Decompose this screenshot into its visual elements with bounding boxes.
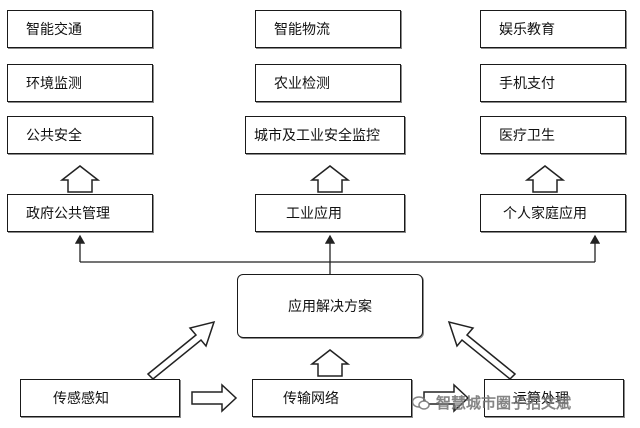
hollow-up-arrow-middle	[309, 165, 351, 193]
box-city-industry-security: 城市及工业安全监控	[245, 116, 405, 154]
box-label: 个人家庭应用	[503, 206, 587, 222]
box-label: 手机支付	[499, 76, 555, 92]
box-public-safety: 公共安全	[7, 116, 153, 154]
hollow-up-arrow-network	[309, 349, 351, 377]
box-government-public-management: 政府公共管理	[7, 194, 153, 232]
box-personal-home-application: 个人家庭应用	[480, 194, 626, 232]
box-label: 工业应用	[286, 206, 342, 222]
box-label: 环境监测	[26, 76, 82, 92]
box-transmission-network: 传输网络	[252, 379, 412, 417]
watermark: 智慧城市圈子招文斌	[412, 392, 571, 413]
hollow-up-arrow-left	[59, 165, 101, 193]
box-computing-processing: 运算处理	[484, 379, 624, 417]
hollow-diagonal-arrow-right	[447, 320, 517, 381]
hollow-up-arrow-right	[524, 165, 566, 193]
box-environment-monitoring: 环境监测	[7, 64, 153, 102]
box-label: 传输网络	[283, 391, 339, 407]
box-agriculture-detection: 农业检测	[255, 64, 401, 102]
box-medical-health: 医疗卫生	[480, 116, 626, 154]
box-entertainment-education: 娱乐教育	[480, 10, 626, 48]
wechat-icon	[412, 395, 430, 410]
box-label: 城市及工业安全监控	[254, 128, 380, 144]
box-smart-logistics: 智能物流	[255, 10, 401, 48]
box-label: 政府公共管理	[26, 206, 110, 222]
hollow-right-arrow-1	[191, 383, 238, 413]
box-application-solution: 应用解决方案	[237, 274, 423, 338]
box-label: 娱乐教育	[499, 22, 555, 38]
box-label: 传感感知	[53, 391, 109, 407]
box-label: 公共安全	[26, 128, 82, 144]
box-mobile-payment: 手机支付	[480, 64, 626, 102]
box-label: 应用解决方案	[288, 299, 372, 315]
box-label: 医疗卫生	[499, 128, 555, 144]
box-label: 运算处理	[513, 391, 569, 407]
box-label: 智能物流	[274, 22, 330, 38]
box-industrial-application: 工业应用	[255, 194, 405, 232]
watermark-text: 智慧城市圈子招文斌	[436, 394, 572, 412]
box-smart-traffic: 智能交通	[7, 10, 153, 48]
box-label: 农业检测	[274, 76, 330, 92]
box-sensing: 传感感知	[20, 379, 180, 417]
box-label: 智能交通	[26, 22, 82, 38]
hollow-diagonal-arrow-left	[146, 320, 216, 381]
tree-connector	[74, 234, 601, 274]
